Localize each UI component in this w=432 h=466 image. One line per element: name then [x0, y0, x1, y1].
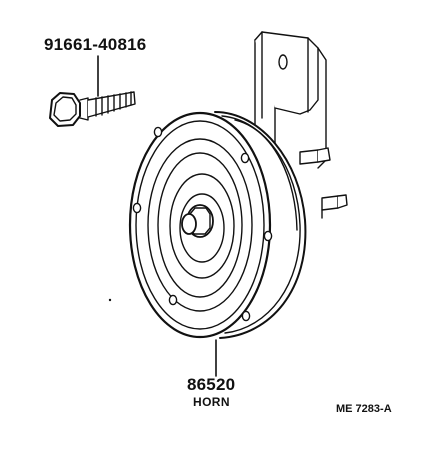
mounting-bracket — [254, 31, 327, 169]
horn-part-number: 86520 — [187, 375, 236, 394]
diagram-reference-code: ME 7283-A — [336, 403, 392, 415]
horn-body — [128, 111, 307, 339]
bracket-hole — [278, 54, 288, 70]
horn-center-stud — [181, 204, 214, 238]
horn-terminal-upper — [299, 147, 331, 165]
bolt-part-number: 91661-40816 — [44, 35, 147, 54]
horn-part-name: HORN — [193, 395, 230, 409]
bolt — [49, 91, 136, 127]
print-speck — [108, 298, 112, 302]
horn-terminal-lower — [321, 194, 348, 219]
